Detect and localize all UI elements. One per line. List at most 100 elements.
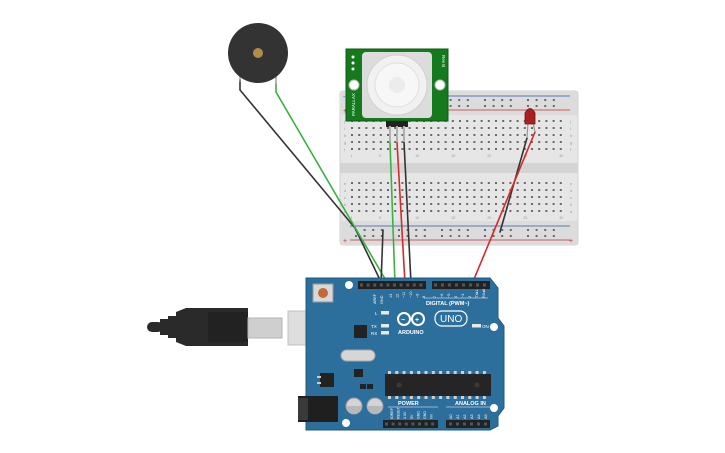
- uno-badge: [434, 310, 468, 327]
- bb-column-number: 5: [379, 154, 381, 158]
- rail-minus-label: -: [343, 94, 346, 101]
- pir-sensor[interactable]: PARALLAX Rev B: [345, 48, 449, 142]
- bb-column-number: 30: [559, 216, 563, 220]
- pir-mount-hole-left: [348, 79, 360, 91]
- bb-row-letter: d: [570, 188, 572, 193]
- power-pin-label: Vin: [430, 414, 434, 419]
- bb-row-letter: j: [569, 119, 571, 124]
- bb-row-letter: f: [570, 147, 572, 152]
- reset-button[interactable]: [318, 288, 328, 298]
- led-label-l: L: [375, 311, 378, 316]
- arduino-brand: ARDUINO: [398, 330, 424, 336]
- digital-pin-label: 12: [396, 294, 400, 298]
- power-pin-label: GND: [416, 411, 420, 419]
- pin-label-aref: AREF: [373, 293, 377, 304]
- power-header-label: POWER: [398, 401, 419, 407]
- wire-pir-out[interactable]: [389, 141, 396, 285]
- bb-column-number: 25: [523, 216, 527, 220]
- power-pin-label: 5V: [410, 414, 414, 419]
- analog-header-label: ANALOG IN: [455, 401, 486, 407]
- digital-pin-label: 4: [454, 296, 458, 298]
- digital-pin-label: 7: [433, 296, 437, 298]
- wire-buzzer-gnd[interactable]: [239, 79, 383, 285]
- digital-pin-label: ~6: [440, 294, 444, 298]
- digital-pin-label: 2: [468, 296, 472, 298]
- rail-plus-label-bottom: +: [343, 238, 347, 245]
- bb-row-letter: b: [570, 202, 573, 207]
- bb-row-letter: g: [570, 140, 572, 145]
- bb-column-number: 15: [451, 216, 455, 220]
- analog-header[interactable]: [446, 420, 490, 428]
- rail-plus-label-right: +: [569, 238, 573, 245]
- led-label-tx: TX: [371, 324, 377, 329]
- pir-side-text: Rev B: [441, 55, 446, 67]
- power-pin-label: RESET: [397, 406, 401, 419]
- bb-row-letter: e: [344, 181, 347, 186]
- buzzer-center: [253, 48, 263, 58]
- usb-cable[interactable]: [147, 308, 335, 346]
- wire-bb-gnd[interactable]: [380, 229, 384, 285]
- digital-pin-label: 8: [422, 296, 426, 298]
- pir-brand: PARALLAX: [351, 93, 356, 116]
- svg-text:−: −: [401, 317, 405, 324]
- mount-hole: [490, 323, 498, 331]
- digital-pin-label: RX◂0: [482, 289, 486, 298]
- bb-row-letter: g: [344, 140, 346, 145]
- bb-row-letter: i: [344, 126, 345, 131]
- mount-hole: [490, 404, 498, 412]
- wire-led-signal[interactable]: [471, 131, 536, 285]
- analog-pin-label: A3: [470, 414, 474, 419]
- led-label-on: ON: [482, 324, 489, 329]
- bb-row-letter: f: [344, 147, 346, 152]
- digital-pin-label: ~10: [409, 292, 413, 298]
- led[interactable]: [524, 108, 536, 139]
- digital-pin-label: TX▸1: [475, 289, 479, 298]
- bb-row-letter: c: [344, 195, 346, 200]
- bb-column-number: 10: [415, 216, 419, 220]
- bb-row-letter: h: [570, 133, 572, 138]
- bb-row-letter: d: [344, 188, 346, 193]
- analog-pin-label: A4: [477, 414, 481, 419]
- power-pin-label: GND: [423, 411, 427, 419]
- digital-pin-label: 13: [389, 294, 393, 298]
- bb-row-letter: a: [570, 209, 573, 214]
- svg-text:+: +: [415, 317, 419, 324]
- digital-pin-label: ~3: [461, 294, 465, 298]
- digital-header-left[interactable]: [358, 281, 426, 289]
- mount-hole: [345, 281, 353, 289]
- digital-pin-label: ~5: [447, 294, 451, 298]
- power-pin-label: 3.3V: [403, 411, 407, 419]
- bb-row-letter: i: [570, 126, 571, 131]
- bb-column-number: 30: [559, 154, 563, 158]
- digital-pin-label: ~11: [402, 292, 406, 298]
- pir-mount-hole-right: [434, 79, 446, 91]
- arduino-model: UNO: [440, 314, 462, 325]
- power-pin-label: IOREF: [390, 407, 394, 419]
- bb-column-number: 1: [351, 216, 353, 220]
- bb-row-letter: c: [570, 195, 572, 200]
- mount-hole: [342, 419, 350, 427]
- digital-pin-label: ~9: [415, 294, 419, 298]
- bb-column-number: 10: [415, 154, 419, 158]
- wire-buzzer-signal[interactable]: [275, 83, 389, 285]
- led-label-rx: RX: [371, 331, 377, 336]
- power-header[interactable]: [383, 420, 438, 428]
- bb-row-letter: e: [570, 181, 573, 186]
- digital-header-right[interactable]: [432, 281, 490, 289]
- bb-column-number: 15: [451, 154, 455, 158]
- atmega-chip: [385, 374, 491, 396]
- analog-pin-label: A1: [456, 414, 460, 419]
- bb-row-letter: j: [343, 119, 345, 124]
- analog-pin-label: A5: [484, 414, 488, 419]
- bb-column-number: 20: [487, 154, 491, 158]
- arduino-logo: − +: [397, 312, 425, 326]
- piezo-buzzer[interactable]: [228, 23, 288, 86]
- bb-column-number: 1: [351, 154, 353, 158]
- bb-row-letter: b: [344, 202, 347, 207]
- bb-column-number: 20: [487, 216, 491, 220]
- analog-pin-label: A2: [463, 414, 467, 419]
- analog-pin-label: A0: [449, 414, 453, 419]
